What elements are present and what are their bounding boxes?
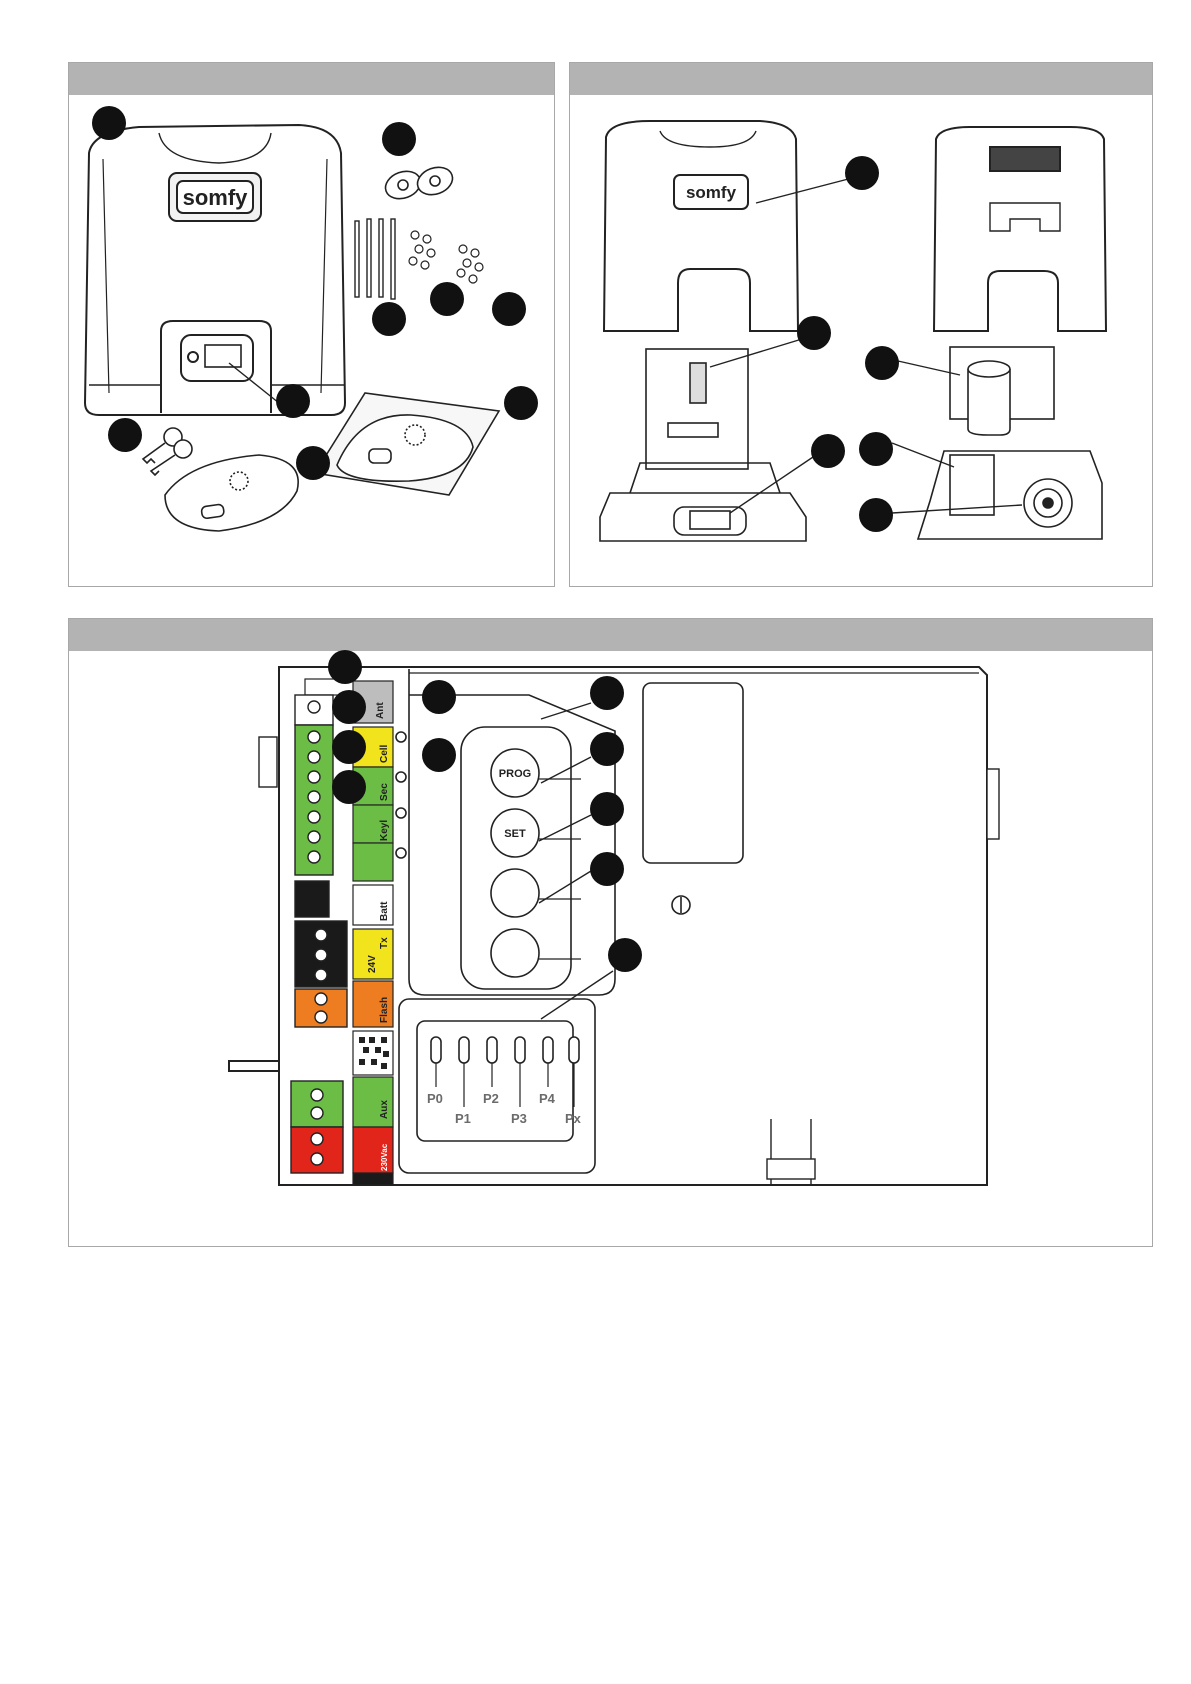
- terminal-strip-orange-flash: [295, 989, 347, 1027]
- label-230vac: 230Vac: [380, 1143, 389, 1171]
- label-keyl: Keyl: [379, 820, 390, 841]
- panel-kit-contents: somfy: [68, 62, 555, 587]
- base-plate-illustration: [165, 455, 298, 531]
- dip-label-p2: P2: [483, 1091, 499, 1106]
- panel-control-board: Ant Cell Sec Keyl Batt Tx 24V Flash Aux …: [68, 618, 1153, 1247]
- motor-unit-illustration: [85, 125, 345, 415]
- label-batt: Batt: [379, 901, 390, 921]
- dip-label-p4: P4: [539, 1091, 556, 1106]
- callout-bullets: [797, 156, 899, 532]
- somfy-logo-cover: somfy: [686, 183, 737, 202]
- dip-label-p3: P3: [511, 1111, 527, 1126]
- label-24v: 24V: [367, 955, 378, 973]
- somfy-logo: somfy: [183, 185, 249, 210]
- control-board-chassis-illustration: [600, 349, 806, 541]
- label-aux: Aux: [379, 1100, 390, 1119]
- display-window: [643, 683, 743, 863]
- label-flash: Flash: [379, 997, 390, 1023]
- terminal-strip-green-aux: [291, 1081, 343, 1127]
- dip-label-px: Px: [565, 1111, 582, 1126]
- front-cover-illustration: [604, 121, 798, 331]
- rear-cover-illustration: [934, 127, 1106, 331]
- terminal-strip-green-top: [295, 695, 333, 875]
- screws-illustration: [355, 219, 395, 299]
- keys-illustration: [143, 428, 192, 475]
- terminal-strip-red-mains: [291, 1127, 343, 1173]
- kit-contents-drawing: somfy: [69, 63, 556, 588]
- nuts-washers-illustration: [409, 231, 483, 283]
- prog-button-label: PROG: [499, 768, 531, 780]
- exploded-views-drawing: somfy: [570, 63, 1154, 588]
- remote-controls-illustration: [382, 163, 457, 204]
- panel-exploded-views: somfy: [569, 62, 1153, 587]
- terminal-strip-black-batt: [295, 881, 329, 917]
- label-cell: Cell: [379, 744, 390, 763]
- label-ant: Ant: [375, 702, 386, 719]
- label-tx: Tx: [379, 937, 390, 949]
- label-sec: Sec: [379, 783, 390, 801]
- dip-label-p1: P1: [455, 1111, 471, 1126]
- dip-label-p0: P0: [427, 1091, 443, 1106]
- dip-switch-block: [399, 999, 595, 1173]
- control-board-drawing: Ant Cell Sec Keyl Batt Tx 24V Flash Aux …: [69, 619, 1154, 1248]
- set-button-label: SET: [504, 828, 526, 840]
- terminal-strip-black-tx: [295, 921, 347, 987]
